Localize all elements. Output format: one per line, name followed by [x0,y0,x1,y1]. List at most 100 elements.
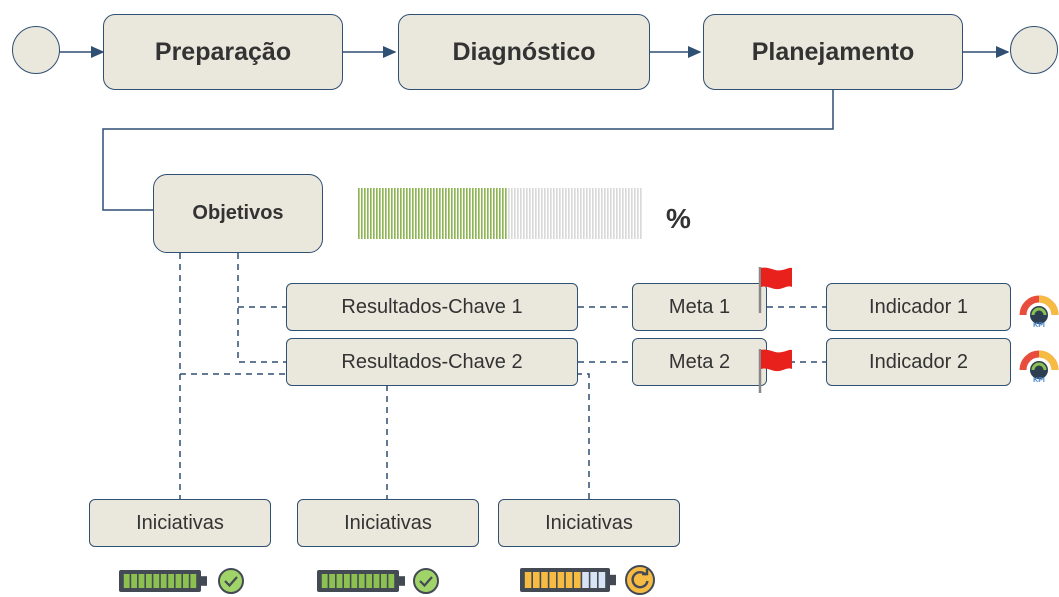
progress-segment [436,188,438,239]
battery-cell [541,572,548,588]
kpi-badge-text: KPI [1033,377,1045,384]
progress-segment [373,188,375,239]
battery-cell [590,572,597,588]
progress-segment [601,188,603,239]
progress-segment [466,188,468,239]
progress-segment [577,188,579,239]
initiative-3-box: Iniciativas [498,499,680,547]
progress-segment [589,188,591,239]
progress-segment [532,188,534,239]
progress-segment [421,188,423,239]
progress-segment [526,188,528,239]
progress-segment [469,188,471,239]
progress-segment [364,188,366,239]
battery-cap [399,576,405,586]
progress-segment [559,188,561,239]
progress-segment [511,188,513,239]
battery-cell [574,572,581,588]
progress-segment [562,188,564,239]
battery-cell [123,574,130,588]
indicator-1-box: Indicador 1 [826,283,1011,331]
progress-segment [628,188,630,239]
progress-segment [541,188,543,239]
progress-segment [478,188,480,239]
step-label: Planejamento [751,37,915,66]
progress-segment [604,188,606,239]
progress-segment [427,188,429,239]
progress-segment [388,188,390,239]
progress-segment [580,188,582,239]
progress-segment [358,188,360,239]
progress-segment [595,188,597,239]
battery-cell [168,574,174,588]
progress-segment [415,188,417,239]
progress-segment [523,188,525,239]
progress-segment [403,188,405,239]
meta-2-box: Meta 2 [632,338,767,386]
battery-cap [610,574,616,586]
progress-segment [445,188,447,239]
initiative-progress-battery [119,570,207,592]
battery-cell [373,574,380,588]
progress-segment [553,188,555,239]
progress-segment [400,188,402,239]
objectives-progress-bar [358,188,642,239]
flag-icon [758,349,792,393]
progress-segment [613,188,615,239]
battery-cell [358,574,365,588]
battery-cell [598,572,606,588]
progress-segment [571,188,573,239]
battery-cell [336,574,343,588]
progress-segment [517,188,519,239]
progress-segment [619,188,621,239]
initiative-label: Iniciativas [344,511,432,534]
progress-segment [406,188,408,239]
progress-segment [583,188,585,239]
battery-cell [388,574,395,588]
progress-segment [391,188,393,239]
progress-segment [565,188,567,239]
meta-label: Meta 2 [668,350,731,373]
progress-segment [631,188,633,239]
battery-cell [153,574,160,588]
flag-icon [758,267,792,313]
battery-cell [549,572,556,588]
end-event [1010,26,1058,74]
progress-segment [409,188,411,239]
progress-segment [508,188,510,239]
progress-segment [598,188,600,239]
key-result-2-box: Resultados-Chave 2 [286,338,578,386]
initiative-2-box: Iniciativas [297,499,479,547]
progress-segment [385,188,387,239]
progress-segment [586,188,588,239]
battery-cell [533,572,540,588]
plan-to-objectives-line [102,90,834,211]
progress-segment [538,188,540,239]
progress-segment [412,188,414,239]
battery-cell [131,574,137,588]
battery-cell [175,574,182,588]
progress-segment [376,188,378,239]
step-label: Preparação [154,37,292,66]
progress-segment [550,188,552,239]
indicator-label: Indicador 2 [869,350,968,373]
progress-segment [457,188,459,239]
progress-segment [487,188,489,239]
progress-segment [622,188,624,239]
progress-segment [625,188,627,239]
initiative-progress-battery [520,568,616,592]
progress-segment [442,188,444,239]
battery-cell [524,572,532,588]
kpi-badge-text: KPI [1033,322,1045,329]
step-preparacao: Preparação [103,14,343,90]
check-circle-icon [413,568,439,594]
progress-segment [394,188,396,239]
battery-cell [329,574,335,588]
progress-segment [475,188,477,239]
key-result-label: Resultados-Chave 1 [341,295,523,318]
dashed-line [179,253,590,499]
battery-cell [183,574,189,588]
indicator-2-box: Indicador 2 [826,338,1011,386]
progress-segment [610,188,612,239]
dashed-line [237,253,286,363]
